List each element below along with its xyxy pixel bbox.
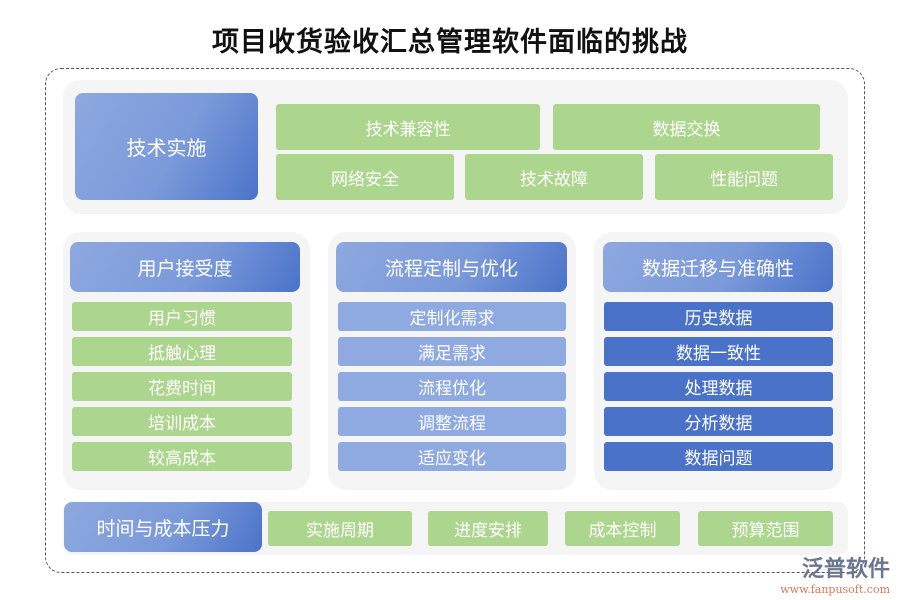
fanpu-logo: 泛普软件 www.fanpusoft.com bbox=[780, 551, 890, 596]
tech-item: 数据交换 bbox=[553, 104, 820, 150]
data-item: 数据一致性 bbox=[604, 337, 833, 366]
process-item: 流程优化 bbox=[338, 372, 566, 401]
data-header: 数据迁移与准确性 bbox=[603, 242, 833, 292]
dashed-frame bbox=[45, 68, 865, 573]
process-item: 满足需求 bbox=[338, 337, 566, 366]
time-item: 实施周期 bbox=[268, 511, 412, 546]
process-header: 流程定制与优化 bbox=[336, 242, 567, 292]
time-item: 进度安排 bbox=[428, 511, 548, 546]
user-item: 花费时间 bbox=[72, 372, 292, 401]
process-item: 调整流程 bbox=[338, 407, 566, 436]
time-item: 预算范围 bbox=[698, 511, 833, 546]
process-item: 定制化需求 bbox=[338, 302, 566, 331]
process-item: 适应变化 bbox=[338, 442, 566, 471]
data-item: 分析数据 bbox=[604, 407, 833, 436]
tech-item: 性能问题 bbox=[655, 154, 833, 200]
user-item: 用户习惯 bbox=[72, 302, 292, 331]
tech-item: 技术兼容性 bbox=[276, 104, 540, 150]
time-header: 时间与成本压力 bbox=[64, 502, 262, 552]
logo-url: www.fanpusoft.com bbox=[780, 583, 890, 596]
data-item: 历史数据 bbox=[604, 302, 833, 331]
page-title: 项目收货验收汇总管理软件面临的挑战 bbox=[212, 27, 688, 58]
tech-item: 技术故障 bbox=[465, 154, 643, 200]
user-item: 抵触心理 bbox=[72, 337, 292, 366]
user-header: 用户接受度 bbox=[70, 242, 300, 292]
time-item: 成本控制 bbox=[565, 511, 680, 546]
logo-name: 泛普软件 bbox=[801, 557, 890, 582]
data-item: 处理数据 bbox=[604, 372, 833, 401]
data-item: 数据问题 bbox=[604, 442, 833, 471]
tech-item: 网络安全 bbox=[276, 154, 454, 200]
tech-header: 技术实施 bbox=[75, 93, 258, 200]
user-item: 培训成本 bbox=[72, 407, 292, 436]
user-item: 较高成本 bbox=[72, 442, 292, 471]
